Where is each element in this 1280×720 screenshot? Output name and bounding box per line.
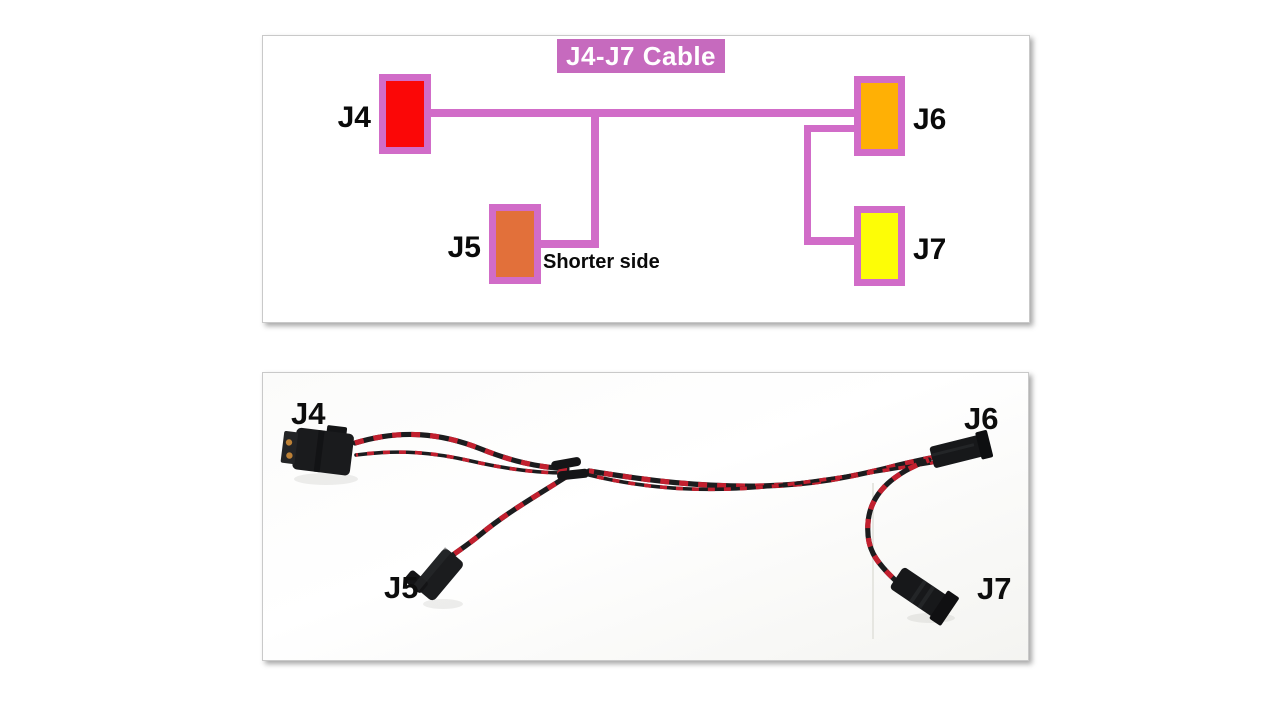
connector-box-j5 <box>489 204 541 284</box>
j6-connector <box>929 430 994 468</box>
connector-box-j4 <box>379 74 431 154</box>
diagram-wire-j6-to-j7 <box>804 125 811 244</box>
photo-label-j5: J5 <box>384 570 418 605</box>
j7-connector <box>890 567 959 626</box>
junction-splices <box>551 457 590 481</box>
wire-j6-j7-red <box>865 457 930 582</box>
diagram-wire-into-j5 <box>537 240 599 248</box>
diagram-wire-stub-j6 <box>804 125 858 132</box>
diagram-title: J4-J7 Cable <box>557 39 725 73</box>
photo-label-j7: J7 <box>977 571 1011 606</box>
connector-box-j7 <box>854 206 905 286</box>
photo-background <box>263 373 1028 660</box>
connector-label-j6: J6 <box>913 103 947 136</box>
connector-label-j4: J4 <box>337 101 371 134</box>
cable-photo: J4 J6 J5 J7 <box>263 373 1028 660</box>
cable-photo-panel: J4 J6 J5 J7 <box>262 372 1029 661</box>
connector-label-j5: J5 <box>447 231 481 264</box>
diagram-wire-into-j7 <box>804 237 858 245</box>
wire-junction-j6-2-red <box>588 460 938 492</box>
shorter-side-annotation: Shorter side <box>543 251 660 273</box>
photo-label-j6: J6 <box>964 401 998 436</box>
cable-wires <box>352 431 939 583</box>
j4-connector <box>280 425 354 476</box>
wire-j4-junction-black <box>352 431 570 472</box>
j5-connector <box>404 547 463 601</box>
diagram-wire-drop-to-j5 <box>591 109 599 248</box>
connector-box-j6 <box>854 76 905 156</box>
connector-label-j7: J7 <box>913 233 947 266</box>
wiring-diagram-panel: J4-J7 Cable J4 J6 J5 J7 Shorter side <box>262 35 1030 323</box>
photo-label-j4: J4 <box>291 396 326 431</box>
diagram-wire-j4-to-j6 <box>429 109 858 117</box>
wire-j4-junction2-black <box>354 450 569 475</box>
